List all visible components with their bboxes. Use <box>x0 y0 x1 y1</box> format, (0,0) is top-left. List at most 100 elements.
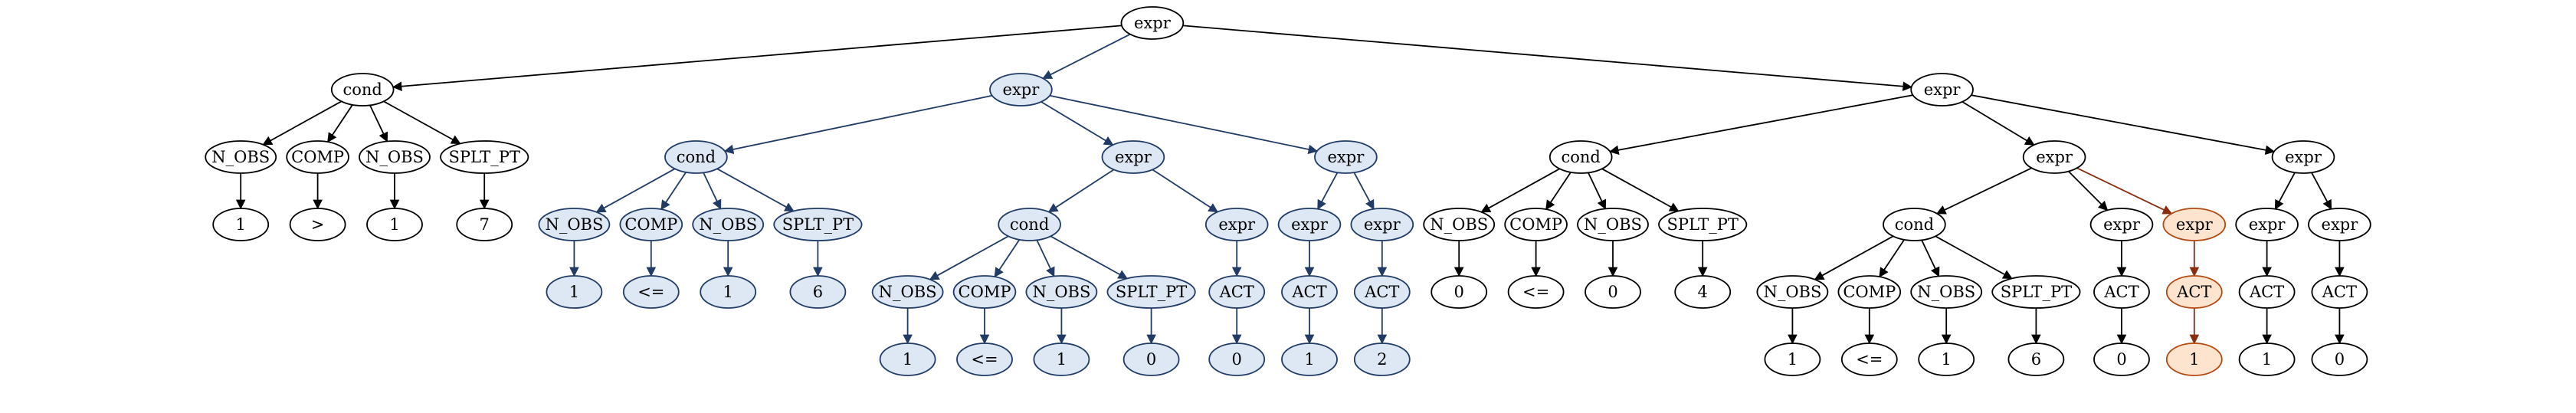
node-comp: COMP <box>619 208 683 241</box>
node-ellipse <box>2093 275 2150 309</box>
node-le: <= <box>1507 275 1565 309</box>
node-ellipse <box>2311 343 2368 376</box>
edge-cond-to-splt-pt <box>1050 235 1129 280</box>
node-ellipse <box>956 343 1013 376</box>
node-0: 0 <box>1208 343 1266 376</box>
node-ellipse <box>2165 343 2223 376</box>
edge-cond-to-comp <box>1545 172 1571 211</box>
node-ellipse <box>879 343 936 376</box>
node-label: expr <box>1115 148 1152 166</box>
node-1: 1 <box>366 208 423 241</box>
node-ellipse <box>1756 275 1829 309</box>
node-comp: COMP <box>1837 275 1902 309</box>
node-label: 0 <box>2335 350 2345 369</box>
node-7: 7 <box>456 208 513 241</box>
node-ellipse <box>1764 343 1821 376</box>
node-ellipse <box>1585 275 1641 309</box>
edge-expr-to-expr <box>1042 33 1131 80</box>
node-le: <= <box>622 275 680 309</box>
edge-cond-to-comp <box>994 239 1021 278</box>
edge-cond-to-n-obs <box>262 100 342 146</box>
node-1: 1 <box>879 343 936 376</box>
node-label: N_OBS <box>211 148 270 166</box>
node-expr: expr <box>2022 140 2086 174</box>
node-label: SPLT_PT <box>1116 283 1187 301</box>
node-ellipse <box>2308 208 2371 241</box>
node-label: expr <box>1003 80 1041 99</box>
edge-expr-to-expr <box>2068 171 2109 211</box>
node-expr: expr <box>2235 208 2299 241</box>
node-n-obs: N_OBS <box>692 208 765 241</box>
node-ellipse <box>622 275 680 309</box>
node-label: N_OBS <box>365 148 424 166</box>
node-label: ACT <box>2322 283 2357 301</box>
node-label: 1 <box>1788 350 1798 369</box>
node-label: 6 <box>2031 350 2041 369</box>
node-le: <= <box>1840 343 1898 376</box>
node-ellipse <box>2311 275 2368 309</box>
node-ellipse <box>692 208 765 241</box>
node-ellipse <box>2165 275 2223 309</box>
node-label: N_OBS <box>545 215 603 234</box>
node-label: N_OBS <box>1763 283 1821 301</box>
edge-cond-to-n-obs <box>1921 240 1940 277</box>
node-label: COMP <box>1509 215 1562 234</box>
node-ellipse <box>538 208 611 241</box>
node-ellipse <box>1120 6 1185 40</box>
node-ellipse <box>1918 343 1975 376</box>
node-label: 0 <box>2116 350 2126 369</box>
node-ellipse <box>289 208 346 241</box>
node-label: cond <box>677 148 716 166</box>
node-label: 1 <box>723 283 733 301</box>
node-ellipse <box>1431 275 1488 309</box>
node-label: 1 <box>236 215 246 234</box>
edge-expr-to-expr <box>1971 94 2276 156</box>
node-1: 1 <box>1764 343 1821 376</box>
node-0: 0 <box>1431 275 1488 309</box>
node-label: expr <box>2176 215 2214 234</box>
node-6: 6 <box>789 275 847 309</box>
edge-cond-to-comp <box>1879 239 1905 278</box>
node-expr: expr <box>1277 208 1342 241</box>
edge-expr-to-cond <box>1935 167 2032 215</box>
edge-cond-to-splt-pt <box>1935 235 2013 280</box>
edge-cond-to-n-obs <box>1036 240 1055 277</box>
node-label: expr <box>2285 148 2322 166</box>
node-expr: expr <box>2162 208 2227 241</box>
node-label: <= <box>1856 350 1883 369</box>
node-ellipse <box>773 208 863 241</box>
node-ellipse <box>1281 343 1338 376</box>
node-ellipse <box>286 140 349 174</box>
node-1: 1 <box>1281 343 1338 376</box>
node-ellipse <box>1277 208 1342 241</box>
node-ellipse <box>1549 140 1613 174</box>
node-ellipse <box>1353 343 1411 376</box>
node-ellipse <box>546 275 603 309</box>
node-ellipse <box>205 140 277 174</box>
edge-expr-to-expr <box>1182 25 1912 91</box>
node-label: 1 <box>903 350 913 369</box>
node-label: expr <box>1924 80 1961 99</box>
node-splt-pt: SPLT_PT <box>773 208 863 241</box>
node-expr: expr <box>2271 140 2335 174</box>
node-ellipse <box>1837 275 1902 309</box>
node-label: 4 <box>1698 283 1708 301</box>
node-n-obs: N_OBS <box>1756 275 1829 309</box>
node-label: expr <box>1218 215 1256 234</box>
node-ellipse <box>1350 208 1414 241</box>
node-ellipse <box>212 208 270 241</box>
node-label: cond <box>1562 148 1601 166</box>
node-ellipse <box>871 275 944 309</box>
node-act: ACT <box>2165 275 2223 309</box>
edge-cond-to-n-obs <box>595 168 676 213</box>
node-label: N_OBS <box>1430 215 1488 234</box>
node-ellipse <box>1204 208 1269 241</box>
node-ellipse <box>700 275 757 309</box>
edge-expr-to-expr <box>2274 172 2296 210</box>
node-ellipse <box>2162 208 2227 241</box>
node-label: ACT <box>1291 283 1326 301</box>
node-ellipse <box>1314 140 1378 174</box>
node-1: 1 <box>1918 343 1975 376</box>
node-label: 0 <box>1146 350 1156 369</box>
